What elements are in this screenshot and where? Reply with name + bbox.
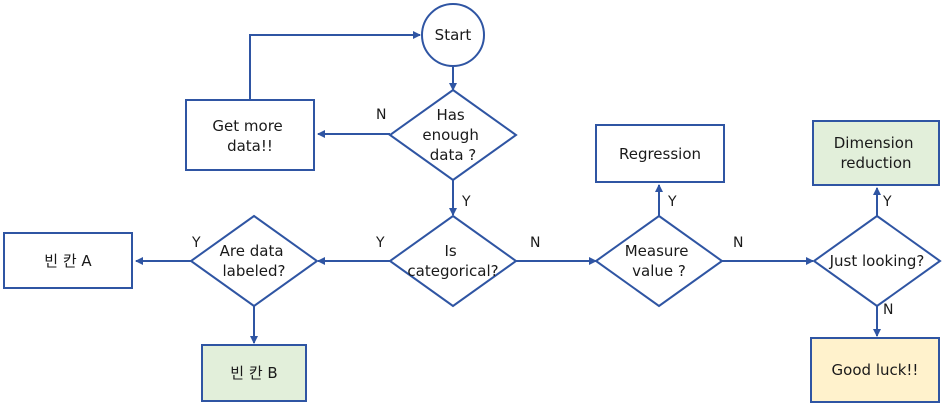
get-more-data-box — [185, 99, 315, 171]
start-label: Start — [435, 26, 472, 44]
edge-label-labeled-yes: Y — [191, 235, 201, 251]
are-data-labeled-label: Are data labeled? — [220, 242, 289, 280]
edge-get-more-data-to-start — [249, 31, 421, 100]
just-looking-decision — [812, 214, 942, 308]
start-node — [421, 3, 485, 67]
edges — [135, 31, 881, 344]
nodes: Start Has enough data ? Get more data!! … — [3, 3, 942, 403]
edge-label-measure-no: N — [733, 235, 743, 251]
blank-b-label: 빈 칸 B — [230, 364, 277, 382]
is-categorical-decision — [388, 214, 518, 308]
edge-label-enough-yes: Y — [461, 194, 471, 210]
just-looking-label: Just looking? — [829, 252, 925, 270]
good-luck-label: Good luck!! — [832, 361, 919, 379]
are-data-labeled-decision — [189, 214, 319, 308]
dimension-reduction-label: Dimension reduction — [834, 134, 919, 172]
has-enough-data-label: Has enough data ? — [422, 106, 483, 164]
regression-box — [595, 124, 725, 183]
edge-label-looking-yes: Y — [882, 194, 892, 210]
has-enough-data-decision — [388, 88, 518, 182]
edge-label-enough-no: N — [376, 107, 386, 123]
edge-label-looking-no: N — [883, 302, 893, 318]
blank-a-box — [3, 232, 133, 289]
get-more-data-label: Get more data!! — [212, 117, 287, 155]
measure-value-label: Measure value ? — [625, 242, 694, 280]
measure-value-decision — [594, 214, 724, 308]
regression-label: Regression — [619, 145, 701, 163]
edge-labels: N Y Y N Y Y N Y N — [191, 107, 893, 318]
blank-a-label: 빈 칸 A — [44, 252, 92, 270]
edge-label-categorical-no: N — [530, 235, 540, 251]
edge-label-measure-yes: Y — [667, 194, 677, 210]
edge-label-categorical-yes: Y — [375, 235, 385, 251]
blank-b-box — [201, 344, 307, 402]
good-luck-box — [810, 337, 940, 403]
dimension-reduction-box — [812, 120, 940, 186]
is-categorical-label: Is categorical? — [407, 242, 498, 280]
